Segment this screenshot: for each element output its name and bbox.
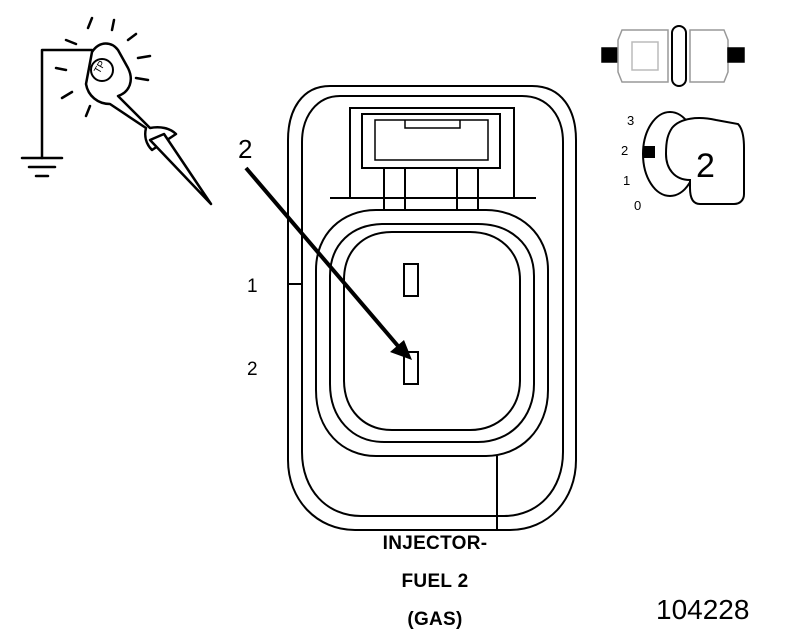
- position-indicator-icon: [642, 111, 745, 205]
- connector-side-view-icon: [601, 25, 745, 87]
- figure-id: 104228: [656, 594, 750, 625]
- connector-face: [287, 85, 577, 531]
- position-scale-0: 0: [634, 198, 642, 213]
- position-scale-2: 2: [621, 143, 629, 158]
- caption-line-2: FUEL 2: [401, 571, 469, 592]
- test-light-icon: [20, 16, 213, 206]
- caption-line-1: INJECTOR-: [382, 533, 488, 554]
- position-scale-3: 3: [627, 113, 635, 128]
- position-value: 2: [696, 147, 715, 185]
- pin-label-2: 2: [247, 359, 258, 380]
- caption-line-3: (GAS): [407, 609, 463, 630]
- callout-arrow: [244, 166, 412, 360]
- pin-label-1: 1: [247, 276, 258, 297]
- position-scale-1: 1: [623, 173, 631, 188]
- callout-number: 2: [238, 134, 253, 164]
